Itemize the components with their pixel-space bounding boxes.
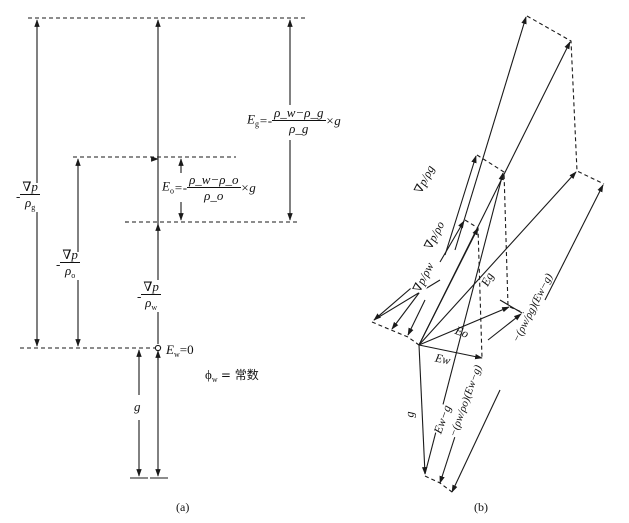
dim-grad-w-down [407, 299, 426, 336]
caption-a: (a) [176, 500, 190, 514]
panel-b [371, 15, 605, 493]
low-construction [464, 219, 483, 359]
panel-a [20, 17, 305, 479]
origin-point [154, 344, 162, 352]
left-construction [371, 321, 420, 346]
dim-g-term-down [451, 389, 501, 493]
dim-o-term-up [487, 313, 522, 341]
Eo-vector [418, 306, 510, 346]
b-label-Ew: Ew [433, 350, 452, 368]
label-Ew-zero: Ew=0 [166, 342, 194, 359]
dim-g-term-up [544, 184, 604, 301]
label-phi-constant: ϕw = 常数 [205, 367, 259, 384]
Ew-vector [418, 344, 483, 360]
b-label-g: g [402, 411, 417, 418]
g-vector [418, 344, 428, 475]
dim-grad-o-up [444, 155, 477, 256]
bottom-construction [424, 475, 453, 493]
dim-grad-g-up [454, 16, 527, 251]
grad-o-vector [418, 227, 479, 346]
caption-b: (b) [474, 500, 488, 514]
label-g: g [134, 399, 141, 414]
mid-construction [476, 154, 509, 307]
dim-grad-w-up [439, 220, 465, 263]
Eg-vector [418, 171, 577, 346]
top-construction [526, 15, 605, 185]
